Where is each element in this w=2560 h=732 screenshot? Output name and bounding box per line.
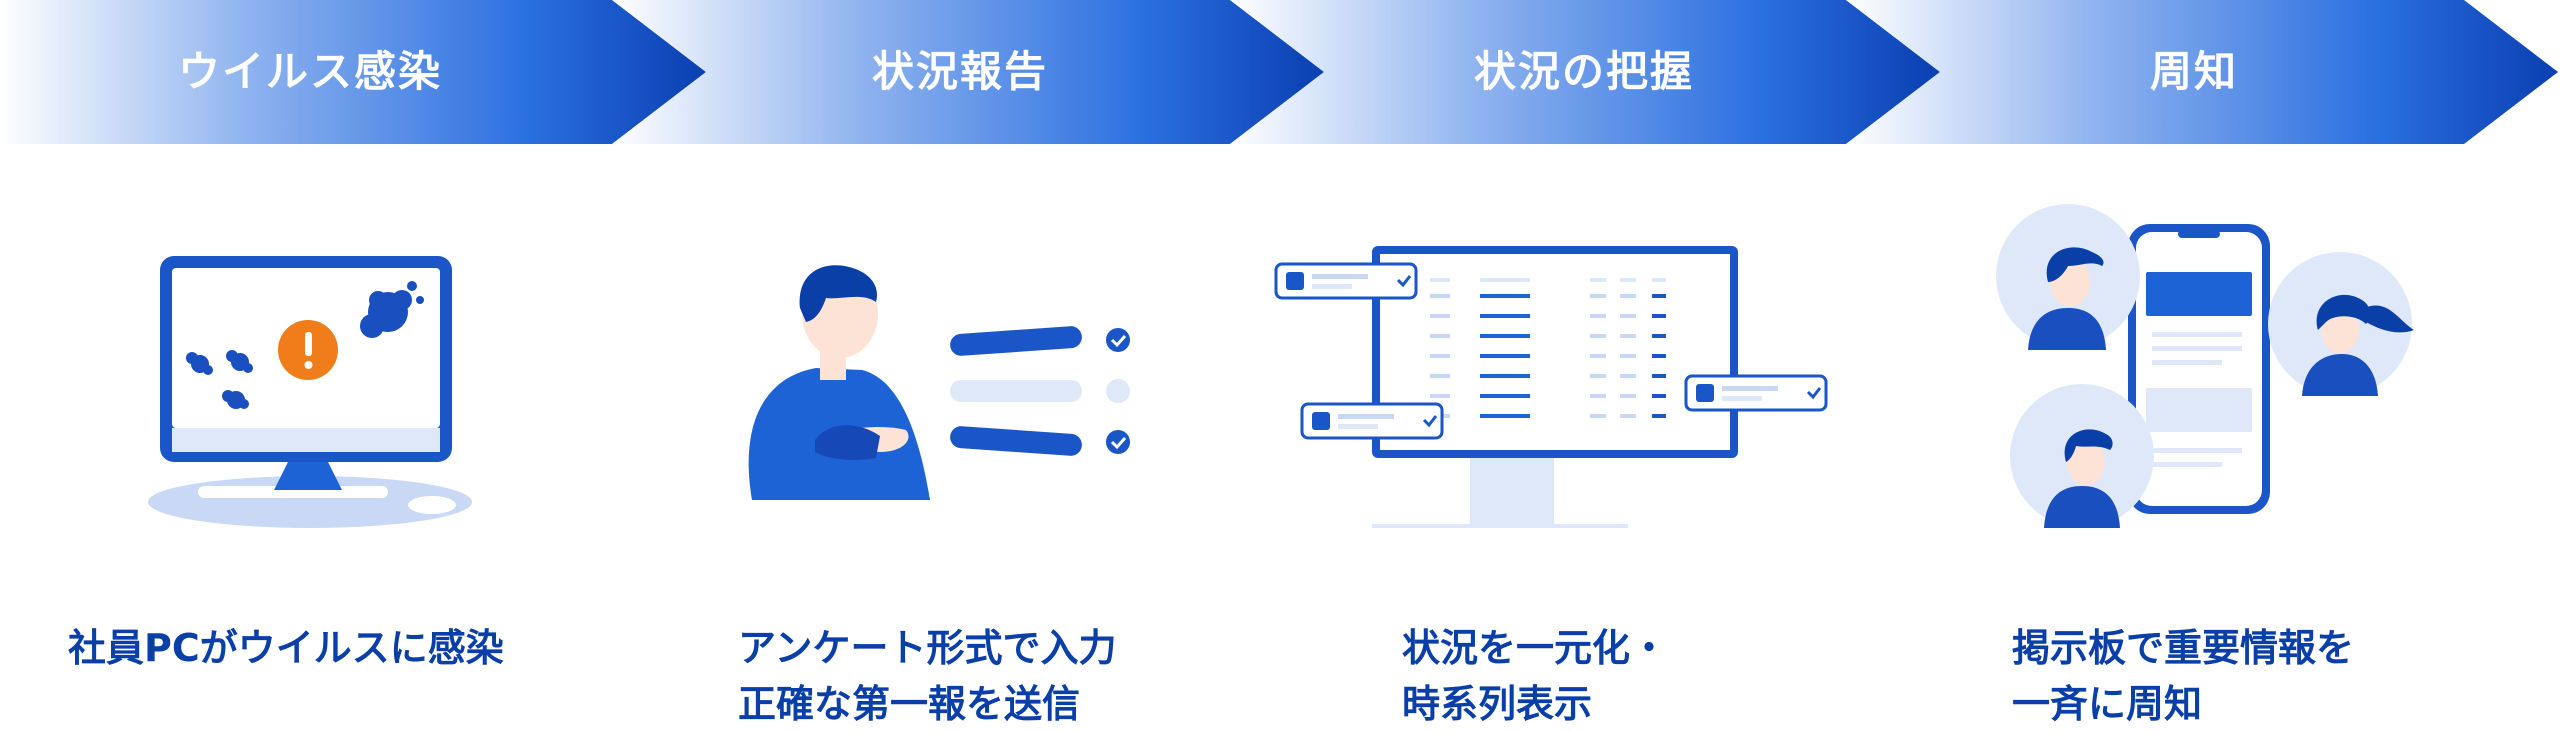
- step-label-notify: 周知: [2149, 47, 2238, 96]
- step-arrow-3: [1230, 0, 1940, 144]
- dashboard-monitor-icon: [1274, 246, 1828, 528]
- caption-line: 掲示板で重要情報を: [2012, 626, 2355, 670]
- caption-line: 正確な第一報を送信: [738, 682, 1081, 726]
- virus-infected-monitor-icon: [148, 256, 472, 528]
- step-arrow-2: [612, 0, 1324, 144]
- caption-line: アンケート形式で入力: [738, 626, 1117, 670]
- step-label-report: 状況報告: [871, 47, 1048, 96]
- caption-line: 状況を一元化・: [1402, 626, 1669, 670]
- step-column-infection: 社員PCがウイルスに感染: [0, 190, 640, 732]
- step-label-grasp: 状況の把握: [1473, 47, 1694, 96]
- step-label-infection: ウイルス感染: [177, 47, 442, 96]
- caption-infection: 社員PCがウイルスに感染: [68, 620, 708, 676]
- step-arrow-1: [0, 0, 706, 144]
- caption-grasp: 状況を一元化・ 時系列表示: [1402, 620, 2042, 732]
- caption-line: 社員PCがウイルスに感染: [68, 626, 504, 670]
- person-reporting-icon: [748, 265, 1130, 500]
- caption-line: 一斉に周知: [2012, 682, 2203, 726]
- step-column-notify: 掲示板で重要情報を 一斉に周知: [1920, 190, 2560, 732]
- step-arrow-4: [1846, 0, 2558, 144]
- smartphone-bulletin-icon: [1996, 204, 2414, 528]
- caption-report: アンケート形式で入力 正確な第一報を送信: [738, 620, 1378, 732]
- caption-line: 時系列表示: [1402, 682, 1593, 726]
- caption-notify: 掲示板で重要情報を 一斉に周知: [2012, 620, 2560, 732]
- step-column-report: アンケート形式で入力 正確な第一報を送信: [640, 190, 1280, 732]
- process-steps-banner: [0, 0, 2558, 144]
- step-column-grasp: 状況を一元化・ 時系列表示: [1260, 190, 1900, 732]
